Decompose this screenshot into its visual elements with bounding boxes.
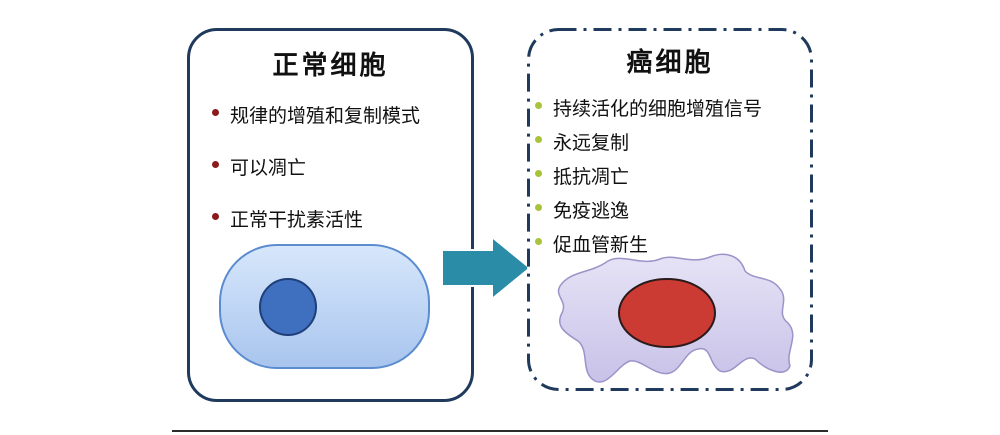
bullet-dot-icon <box>535 136 542 143</box>
feature-text: 免疫逃逸 <box>553 200 630 222</box>
bullet-dot-icon <box>535 238 542 245</box>
normal-cell-panel: 正常细胞 规律的增殖和复制模式 可以凋亡 正常干扰素活性 <box>187 28 474 402</box>
list-item: 正常干扰素活性 <box>212 205 420 257</box>
list-item: 永远复制 <box>535 128 762 162</box>
cancer-panel-border <box>527 28 813 391</box>
feature-text: 促血管新生 <box>553 234 649 256</box>
feature-text: 抵抗凋亡 <box>553 166 630 188</box>
normal-cell-title: 正常细胞 <box>272 51 389 81</box>
bullet-dot-icon <box>212 213 219 220</box>
bullet-dot-icon <box>535 204 542 211</box>
list-item: 免疫逃逸 <box>535 196 762 230</box>
feature-text: 可以凋亡 <box>230 157 307 179</box>
bullet-dot-icon <box>535 102 542 109</box>
list-item: 抵抗凋亡 <box>535 162 762 196</box>
list-item: 持续活化的细胞增殖信号 <box>535 94 762 128</box>
normal-cell-illustration <box>219 244 430 369</box>
normal-nucleus <box>259 278 317 336</box>
cancer-cell-feature-list: 持续活化的细胞增殖信号 永远复制 抵抗凋亡 免疫逃逸 促血管新生 <box>535 94 762 264</box>
bottom-divider <box>172 430 828 432</box>
cancer-cell-title: 癌细胞 <box>626 48 714 78</box>
normal-cell-feature-list: 规律的增殖和复制模式 可以凋亡 正常干扰素活性 <box>212 101 420 257</box>
cancer-cell-illustration <box>557 253 794 383</box>
bullet-dot-icon <box>212 109 219 116</box>
cancer-cell-panel: 癌细胞 持续活化的细胞增殖信号 永远复制 抵抗凋亡 免疫逃逸 促血管新生 <box>527 28 813 391</box>
bullet-dot-icon <box>535 170 542 177</box>
list-item: 可以凋亡 <box>212 153 420 205</box>
transition-arrow-icon <box>441 236 532 300</box>
feature-text: 持续活化的细胞增殖信号 <box>553 98 763 120</box>
cancer-nucleus <box>618 278 716 348</box>
list-item: 规律的增殖和复制模式 <box>212 101 420 153</box>
feature-text: 规律的增殖和复制模式 <box>230 105 421 127</box>
feature-text: 永远复制 <box>553 132 630 154</box>
list-item: 促血管新生 <box>535 230 762 264</box>
bullet-dot-icon <box>212 161 219 168</box>
feature-text: 正常干扰素活性 <box>230 209 364 231</box>
